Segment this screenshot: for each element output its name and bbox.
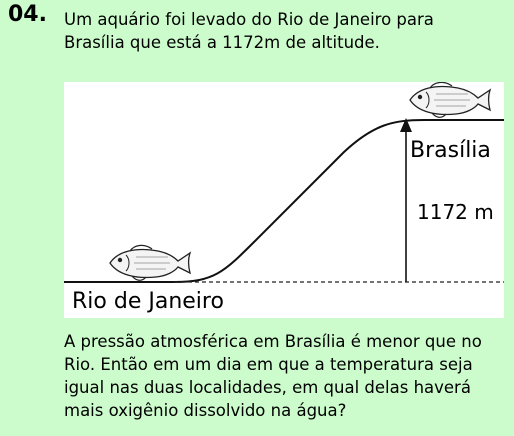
question-body: A pressão atmosférica em Brasília é meno… — [64, 330, 504, 422]
label-rio: Rio de Janeiro — [72, 289, 224, 314]
question-intro: Um aquário foi levado do Rio de Janeiro … — [64, 8, 504, 54]
terrain-profile — [64, 119, 504, 283]
fish-icon — [409, 82, 492, 118]
question-number: 04. — [8, 2, 47, 27]
intro-line: Um aquário foi levado do Rio de Janeiro … — [64, 10, 434, 29]
label-brasilia: Brasília — [410, 138, 491, 163]
question-line: mais oxigênio dissolvido na água? — [64, 401, 347, 420]
altitude-diagram: Brasília 1172 m Rio de Janeiro — [64, 82, 504, 318]
question-line: igual nas duas localidades, em qual dela… — [64, 378, 471, 397]
intro-line: Brasília que está a 1172m de altitude. — [64, 33, 380, 52]
altitude-arrow-head — [400, 118, 412, 132]
label-altitude: 1172 m — [417, 200, 494, 224]
altitude-diagram-svg: Brasília 1172 m Rio de Janeiro — [64, 82, 504, 314]
question-line: A pressão atmosférica em Brasília é meno… — [64, 332, 482, 351]
fish-icon — [109, 244, 192, 281]
question-line: Rio. Então em um dia em que a temperatur… — [64, 355, 473, 374]
